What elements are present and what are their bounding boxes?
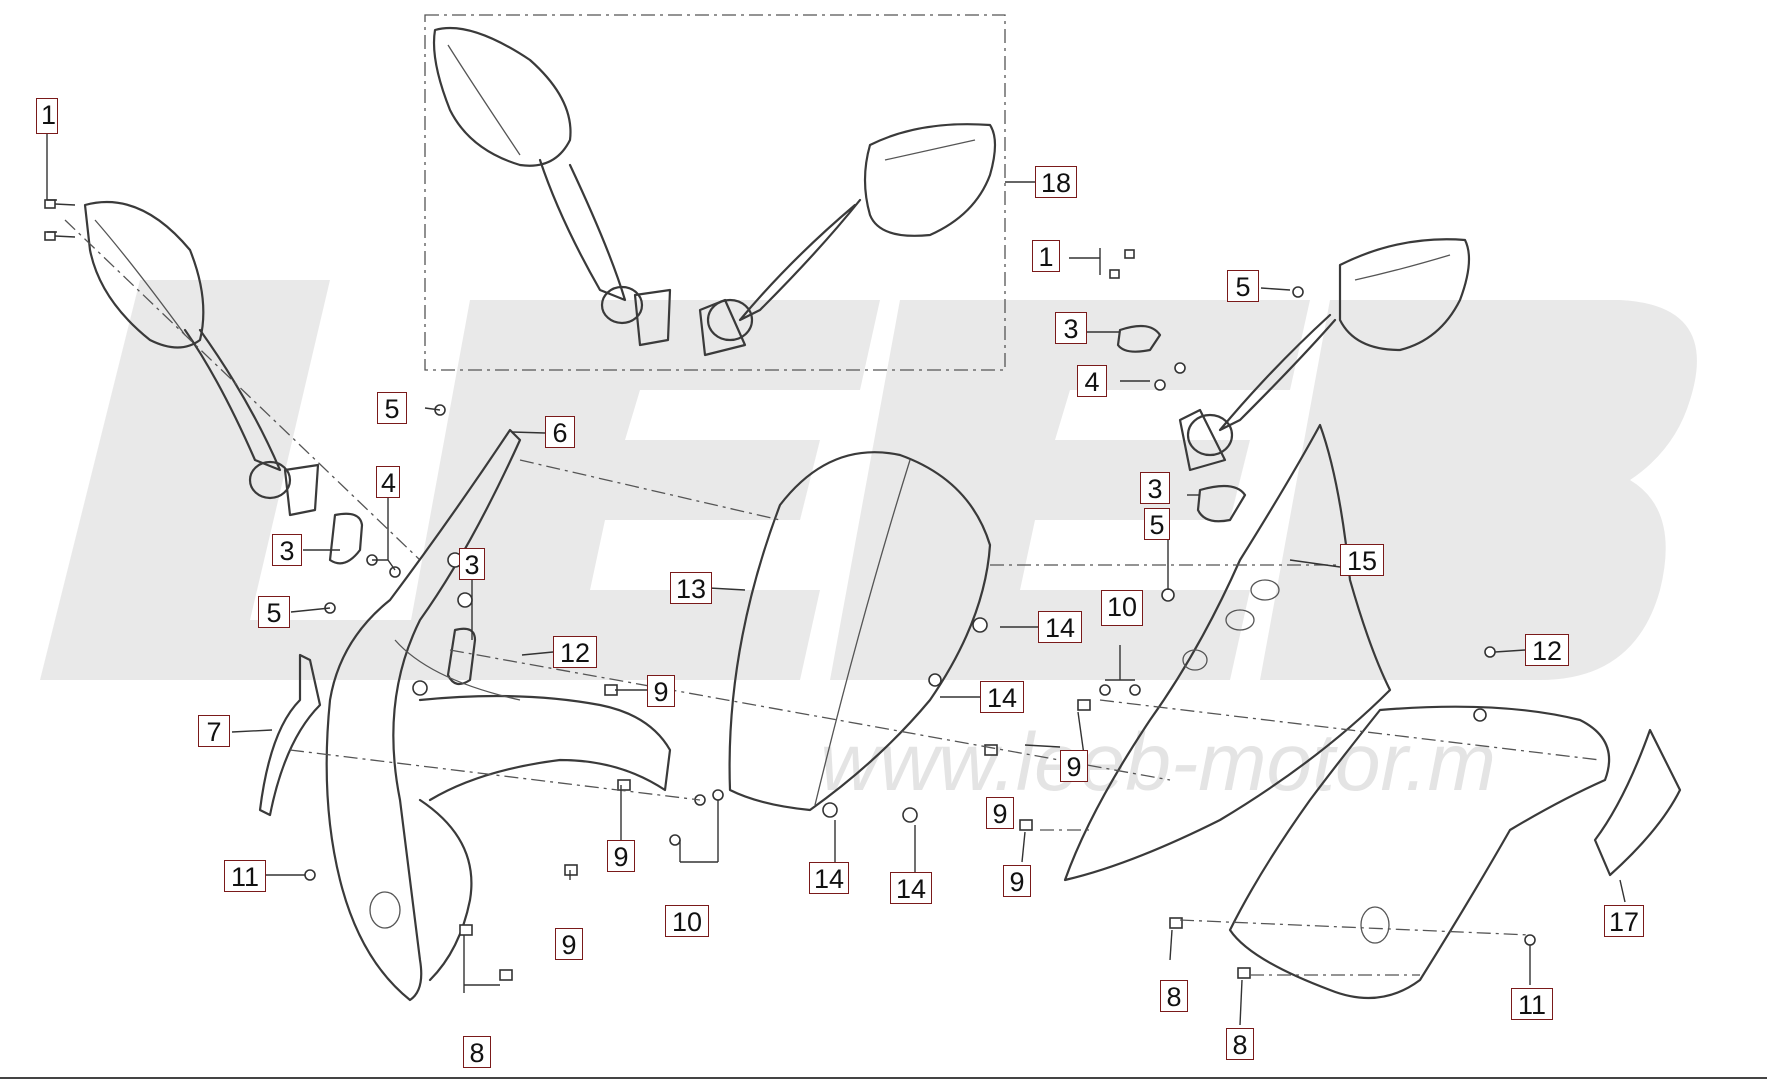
callout-8: 8 <box>1160 980 1188 1012</box>
callout-11: 11 <box>224 860 266 892</box>
callout-1: 1 <box>1032 240 1060 272</box>
callout-14: 14 <box>980 681 1024 713</box>
callout-18: 18 <box>1035 166 1077 198</box>
windscreen <box>728 451 992 823</box>
callout-1: 1 <box>36 98 58 134</box>
bottom-rule <box>0 1077 1767 1079</box>
callout-5: 5 <box>1227 270 1259 302</box>
callout-3: 3 <box>272 534 302 566</box>
callout-12: 12 <box>1525 634 1569 666</box>
part-17-side-cover <box>1593 728 1682 877</box>
fasteners <box>289 459 1601 981</box>
callout-13: 13 <box>670 572 712 604</box>
callout-4: 4 <box>1077 365 1107 397</box>
callout-5: 5 <box>1144 508 1170 540</box>
callout-15: 15 <box>1340 544 1384 576</box>
callout-5: 5 <box>258 596 290 628</box>
mirror-set-frame <box>424 14 1006 371</box>
left-fairing <box>325 428 672 1002</box>
callout-14: 14 <box>1038 611 1082 643</box>
callout-14: 14 <box>890 872 932 904</box>
callout-6: 6 <box>545 416 575 448</box>
callout-9: 9 <box>647 675 675 707</box>
right-mirror-hardware <box>1109 249 1304 602</box>
callout-9: 9 <box>607 840 635 872</box>
callout-leaders <box>46 132 1626 1026</box>
callout-10: 10 <box>665 905 709 937</box>
callout-8: 8 <box>463 1036 491 1068</box>
watermark-url: www.leeb-motor.m <box>820 717 1496 808</box>
callout-17: 17 <box>1604 905 1644 937</box>
callout-9: 9 <box>986 797 1014 829</box>
lower-right-panel <box>1228 705 1611 1000</box>
right-fairing <box>1063 423 1392 882</box>
callout-5: 5 <box>377 392 407 424</box>
part-7-side-cover <box>258 653 322 817</box>
callout-8: 8 <box>1226 1028 1254 1060</box>
callout-9: 9 <box>555 928 583 960</box>
callout-3: 3 <box>1055 312 1087 344</box>
callout-14: 14 <box>809 862 849 894</box>
callout-7: 7 <box>198 715 230 747</box>
callout-9: 9 <box>1003 865 1031 897</box>
mirror-set-right <box>698 123 997 357</box>
left-mirror <box>83 200 320 517</box>
callout-3: 3 <box>1140 472 1170 504</box>
callout-9: 9 <box>1060 750 1088 782</box>
callout-11: 11 <box>1511 988 1553 1020</box>
right-mirror <box>1178 238 1471 472</box>
watermark-logo: www.leeb-motor.m <box>40 280 1697 808</box>
callout-10: 10 <box>1101 590 1143 626</box>
mirror-set-left <box>432 26 672 347</box>
callout-3: 3 <box>459 548 485 580</box>
callout-4: 4 <box>376 466 400 498</box>
callout-12: 12 <box>553 636 597 668</box>
